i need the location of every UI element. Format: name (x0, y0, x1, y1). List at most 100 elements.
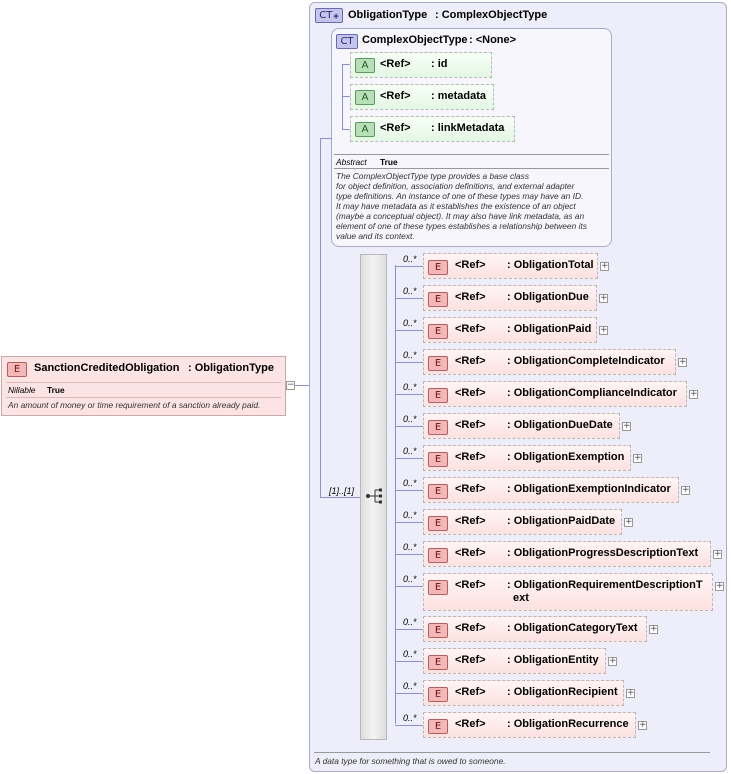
element-badge: E (428, 356, 448, 371)
expand-toggle[interactable]: + (622, 421, 631, 431)
element-ref-label: <Ref> (455, 718, 486, 730)
expand-toggle[interactable]: + (600, 261, 609, 271)
element-ref[interactable]: E<Ref>: ObligationRecipient (423, 680, 624, 706)
connector (395, 426, 423, 427)
sequence-bar[interactable] (360, 254, 387, 740)
expand-toggle[interactable]: + (649, 624, 658, 634)
expand-toggle[interactable]: + (624, 517, 633, 527)
element-ref-label: <Ref> (455, 515, 486, 527)
doc-line: type definitions. An instance of one of … (336, 191, 584, 201)
abstract-value: True (380, 157, 398, 167)
element-badge: E (428, 719, 448, 734)
expand-toggle[interactable]: + (689, 389, 698, 399)
element-ref[interactable]: E<Ref>: ObligationRequirementDescription… (423, 573, 713, 611)
expand-toggle[interactable]: + (626, 688, 635, 698)
element-occurrence: 0..* (403, 318, 417, 328)
element-name: : ObligationExemption (507, 451, 625, 463)
element-ref-label: <Ref> (455, 622, 486, 634)
element-ref-label: <Ref> (455, 387, 486, 399)
expand-toggle[interactable]: + (681, 485, 690, 495)
element-ref[interactable]: E<Ref>: ObligationCompleteIndicator (423, 349, 676, 375)
complex-type-badge: CT (336, 34, 358, 49)
complex-object-type-base: : <None> (469, 34, 517, 46)
element-name: : ObligationRecipient (507, 686, 618, 698)
expand-toggle[interactable]: + (633, 453, 642, 463)
element-ref[interactable]: E <Ref> : ObligationRecurrence (423, 712, 636, 738)
element-ref[interactable]: E <Ref> : ObligationComplianceIndicator (423, 381, 687, 407)
element-badge: E (428, 655, 448, 670)
element-ref[interactable]: E<Ref>: ObligationDue (423, 285, 597, 311)
connector (342, 64, 352, 65)
element-occurrence: 0..* (403, 446, 417, 456)
expand-toggle[interactable]: + (713, 549, 722, 559)
attribute-badge: A (355, 58, 375, 73)
attribute-badge: A (355, 90, 375, 105)
divider (6, 382, 281, 383)
element-ref[interactable]: E<Ref>: ObligationDueDate (423, 413, 620, 439)
element-occurrence: 0..* (403, 649, 417, 659)
element-ref[interactable]: E<Ref>: ObligationTotal (423, 253, 598, 279)
attribute-id[interactable]: A <Ref> : id (350, 52, 492, 78)
element-badge: E (428, 580, 448, 595)
element-ref-label: <Ref> (455, 355, 486, 367)
element-badge: E (428, 452, 448, 467)
doc-line: value and its context. (336, 231, 415, 241)
connector (395, 522, 423, 523)
element-ref[interactable]: E<Ref>: ObligationCategoryText (423, 616, 647, 642)
connector (395, 266, 423, 267)
expand-toggle[interactable]: + (678, 357, 687, 367)
element-ref[interactable]: E<Ref>: ObligationEntity (423, 648, 606, 674)
element-ref-label: <Ref> (455, 483, 486, 495)
element-name: : ObligationRecurrence (507, 718, 629, 730)
attribute-ref: <Ref> (380, 122, 411, 134)
element-badge: E (428, 516, 448, 531)
root-element-type: : ObligationType (188, 362, 274, 374)
connector (395, 490, 423, 491)
element-occurrence: 0..* (403, 681, 417, 691)
connector (395, 265, 396, 724)
doc-line: It may have metadata as it establishes t… (336, 201, 576, 211)
root-element-name: SanctionCreditedObligation (34, 362, 180, 374)
element-ref-label: <Ref> (455, 547, 486, 559)
element-name: : ObligationPaid (507, 323, 592, 335)
expand-toggle[interactable]: + (599, 325, 608, 335)
attribute-name: : linkMetadata (431, 122, 505, 134)
element-name: : ObligationEntity (507, 654, 599, 666)
element-name-continued: ext (513, 592, 529, 604)
element-occurrence: 0..* (403, 414, 417, 424)
element-ref-label: <Ref> (455, 451, 486, 463)
element-name: : ObligationComplianceIndicator (507, 387, 677, 399)
element-ref[interactable]: E<Ref>: ObligationPaidDate (423, 509, 622, 535)
connector (395, 629, 423, 630)
element-ref-label: <Ref> (455, 291, 486, 303)
expand-toggle[interactable]: + (608, 656, 617, 666)
element-badge: E (428, 548, 448, 563)
attribute-link-metadata[interactable]: A <Ref> : linkMetadata (350, 116, 515, 142)
element-occurrence: 0..* (403, 478, 417, 488)
divider (334, 154, 609, 155)
collapse-toggle[interactable]: − (286, 380, 295, 390)
element-ref-label: <Ref> (455, 686, 486, 698)
element-ref[interactable]: E<Ref>: ObligationPaid (423, 317, 597, 343)
element-occurrence: 0..* (403, 254, 417, 264)
element-ref-label: <Ref> (455, 579, 486, 591)
element-ref[interactable]: E <Ref> : ObligationExemption (423, 445, 631, 471)
connector (342, 129, 352, 130)
sequence-occurrence: [1]..[1] (329, 486, 355, 496)
element-name: : ObligationCategoryText (507, 622, 638, 634)
doc-line: The ComplexObjectType type provides a ba… (336, 171, 530, 181)
expand-toggle[interactable]: + (638, 720, 647, 730)
expand-toggle[interactable]: + (715, 581, 724, 591)
expand-toggle[interactable]: + (599, 293, 608, 303)
connector (320, 138, 321, 497)
element-ref[interactable]: E<Ref>: ObligationProgressDescriptionTex… (423, 541, 711, 567)
element-occurrence: 0..* (403, 574, 417, 584)
attribute-metadata[interactable]: A <Ref> : metadata (350, 84, 494, 110)
element-occurrence: 0..* (403, 617, 417, 627)
element-badge: E (7, 362, 27, 377)
element-ref[interactable]: E<Ref>: ObligationExemptionIndicator (423, 477, 679, 503)
connector (395, 693, 423, 694)
element-badge: E (428, 388, 448, 403)
attribute-ref: <Ref> (380, 90, 411, 102)
root-element[interactable]: E SanctionCreditedObligation : Obligatio… (1, 356, 286, 416)
